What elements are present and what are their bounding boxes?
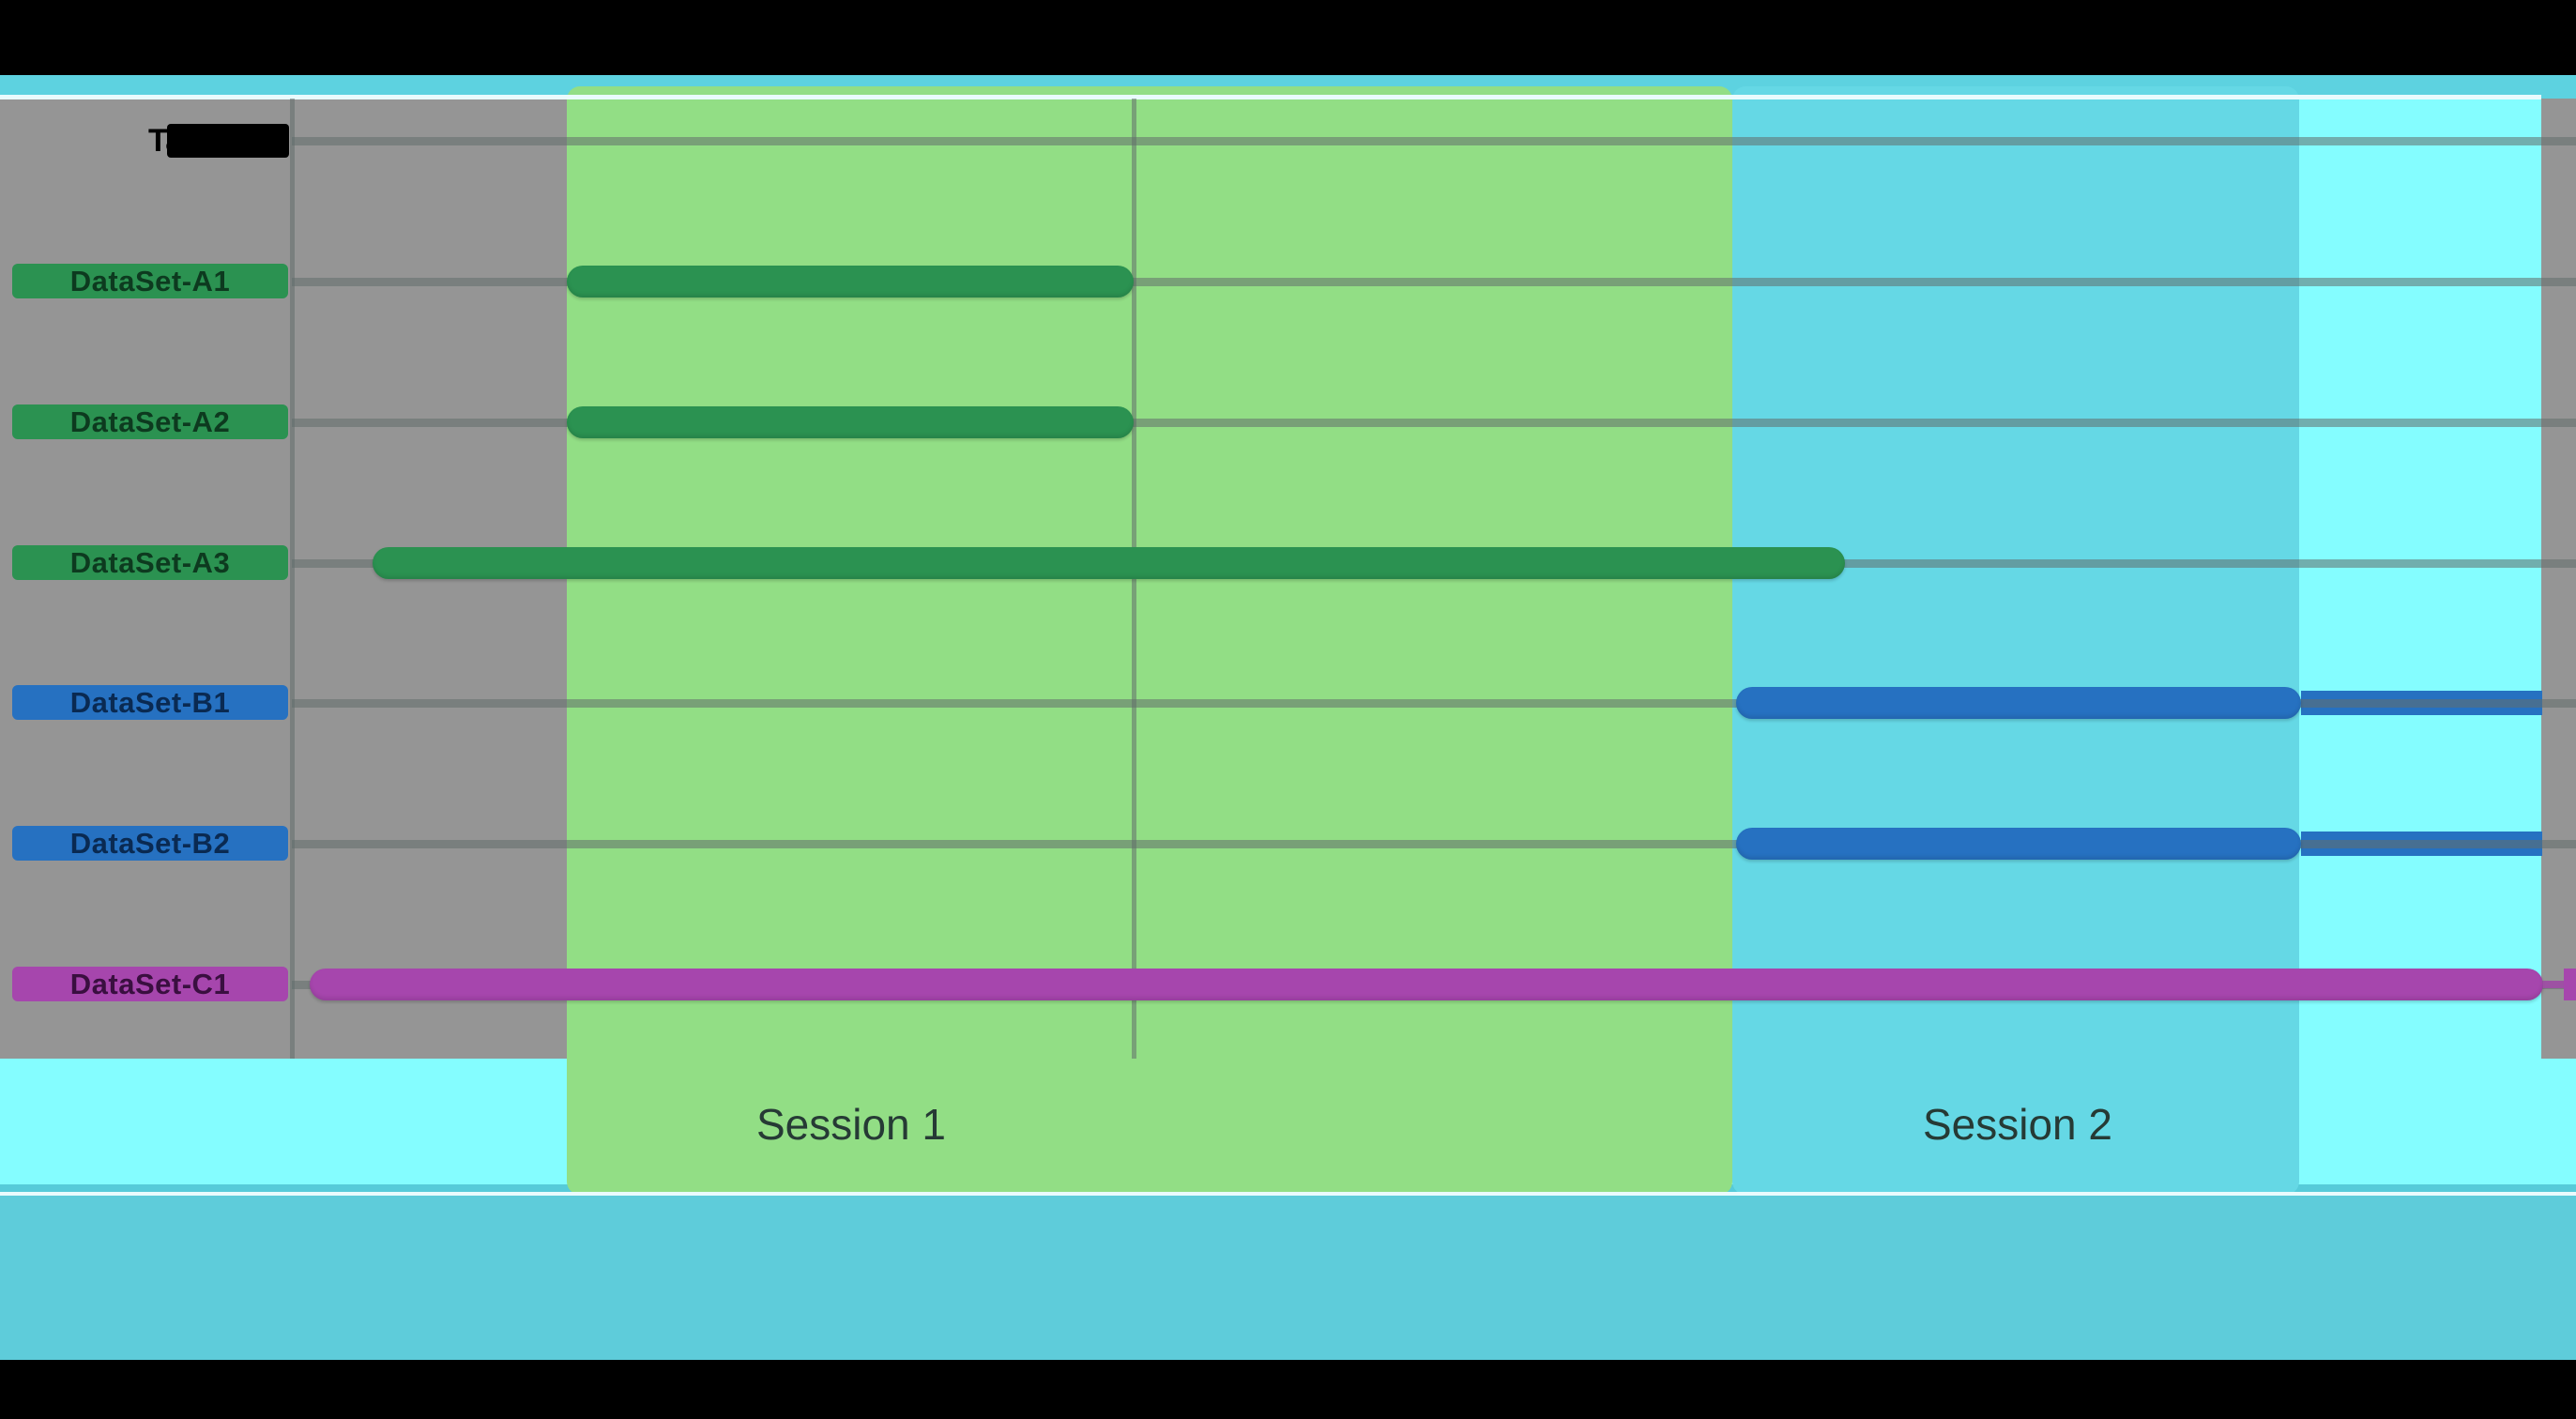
hairline-top	[0, 95, 2541, 99]
row-label-chip: DataSet-A1	[12, 264, 288, 298]
gridline-horizontal	[292, 278, 2576, 286]
gridline-horizontal	[292, 699, 2576, 708]
session-label: Session 1	[755, 1100, 946, 1149]
gridline-vertical	[290, 99, 295, 1059]
gridline-horizontal	[292, 137, 2576, 145]
bottom-deck	[0, 1196, 2576, 1360]
bar-overflow-stub	[2564, 969, 2576, 1000]
task-bar[interactable]	[567, 266, 1134, 298]
gridline-horizontal	[292, 419, 2576, 427]
hairline-bottom	[0, 1192, 2576, 1196]
task-bar[interactable]	[310, 969, 2543, 1000]
row-label-chip: DataSet-B2	[12, 826, 288, 861]
bar-overflow-connector	[2543, 981, 2564, 988]
top-black-bar	[0, 0, 2576, 75]
session-label: Session 2	[1922, 1100, 2112, 1149]
task-bar[interactable]	[1736, 828, 2301, 860]
y-axis-title-chip: Task	[148, 124, 289, 158]
task-bar[interactable]	[1736, 687, 2301, 719]
session-band	[1732, 86, 2299, 1195]
y-axis-title-highlight-box	[167, 124, 289, 158]
task-bar[interactable]	[373, 547, 1845, 579]
gridline-horizontal	[292, 840, 2576, 848]
row-label-chip: DataSet-C1	[12, 967, 288, 1001]
task-bar[interactable]	[567, 406, 1134, 438]
bottom-black-bar	[0, 1360, 2576, 1419]
row-label-chip: DataSet-B1	[12, 685, 288, 720]
row-label-chip: DataSet-A3	[12, 545, 288, 580]
row-label-chip: DataSet-A2	[12, 404, 288, 439]
